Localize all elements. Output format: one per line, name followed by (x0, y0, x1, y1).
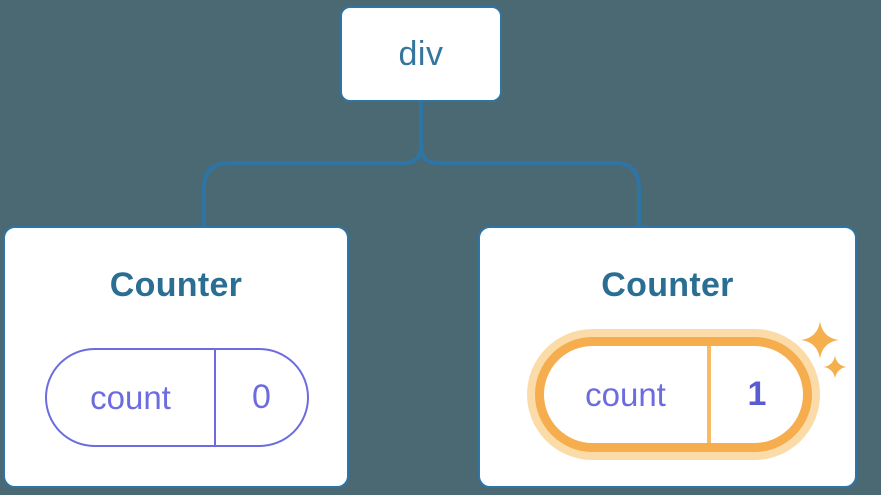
counter-title: Counter (601, 266, 734, 304)
connector-left-branch (202, 101, 423, 227)
counter-title: Counter (109, 266, 243, 304)
connector-right-branch (419, 101, 641, 227)
state-key-label: count (585, 375, 666, 413)
state-key-label: count (90, 378, 171, 416)
root-node-label: div (398, 34, 444, 73)
state-value: 1 (707, 346, 803, 443)
state-pill-count-highlighted: count 1 (535, 337, 812, 452)
state-value: 0 (214, 350, 307, 445)
counter-card-left: Counter count 0 (3, 226, 349, 488)
counter-card-right: Counter count 1 (478, 226, 857, 488)
root-node-div: div (340, 6, 502, 102)
state-pill-count: count 0 (45, 348, 309, 447)
